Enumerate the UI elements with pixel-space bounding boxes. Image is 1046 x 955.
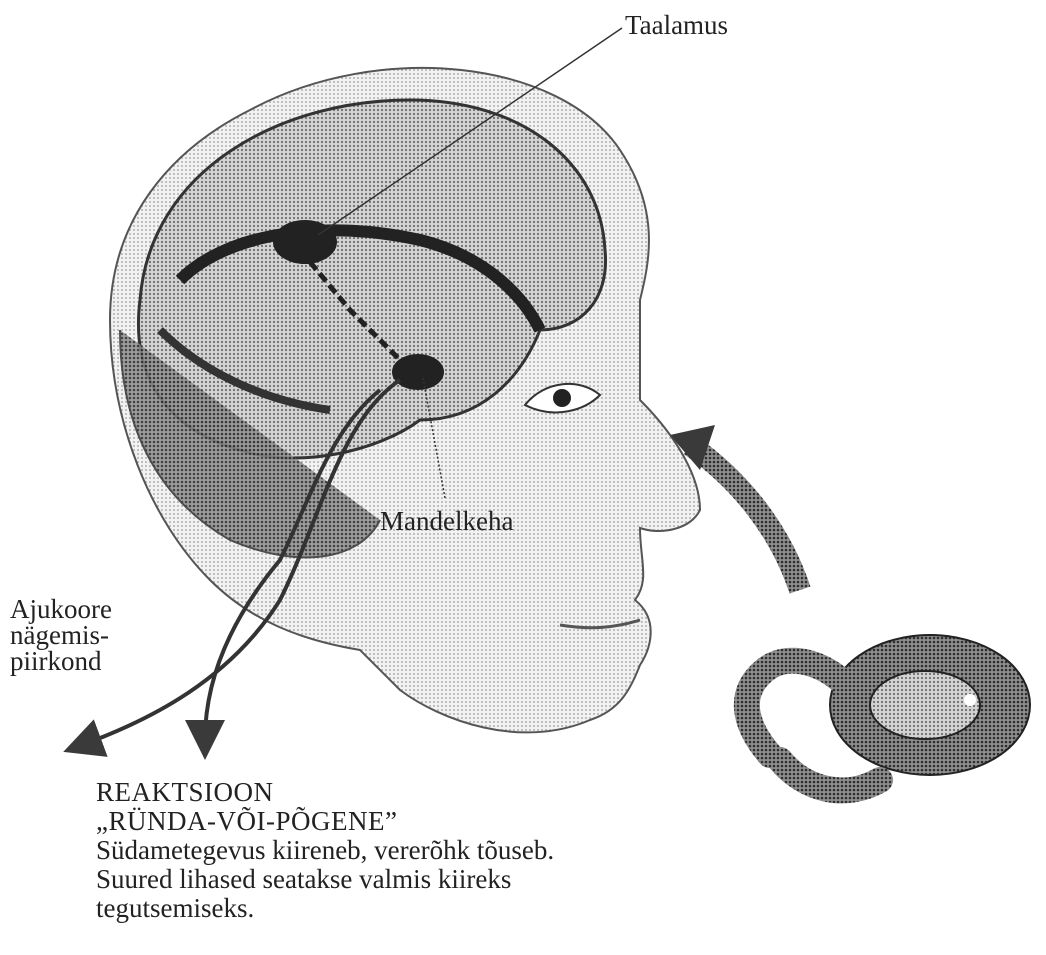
snake-icon (747, 635, 1030, 790)
caption-body-line: Suured lihased seatakse valmis kiireks (96, 865, 554, 894)
caption-body-line: Südametegevus kiireneb, vererõhk tõuseb. (96, 836, 554, 865)
caption-title-line: REAKTSIOON (96, 778, 554, 807)
thalamus-label: Taalamus (625, 12, 728, 38)
reaction-caption: REAKTSIOON „RÜNDA-VÕI-PÕGENE” Südametege… (96, 778, 554, 923)
amygdala-label: Mandelkeha (380, 508, 513, 534)
amygdala-icon (392, 354, 444, 390)
thalamus-icon (273, 220, 337, 264)
visual-cortex-label-line: piirkond (10, 648, 112, 674)
visual-cortex-label-line: Ajukoore (10, 596, 112, 622)
visual-cortex-label-line: nägemis- (10, 622, 112, 648)
caption-title-line: „RÜNDA-VÕI-PÕGENE” (96, 807, 554, 836)
caption-body-line: tegutsemiseks. (96, 894, 554, 923)
visual-cortex-label: Ajukoore nägemis- piirkond (10, 596, 112, 674)
